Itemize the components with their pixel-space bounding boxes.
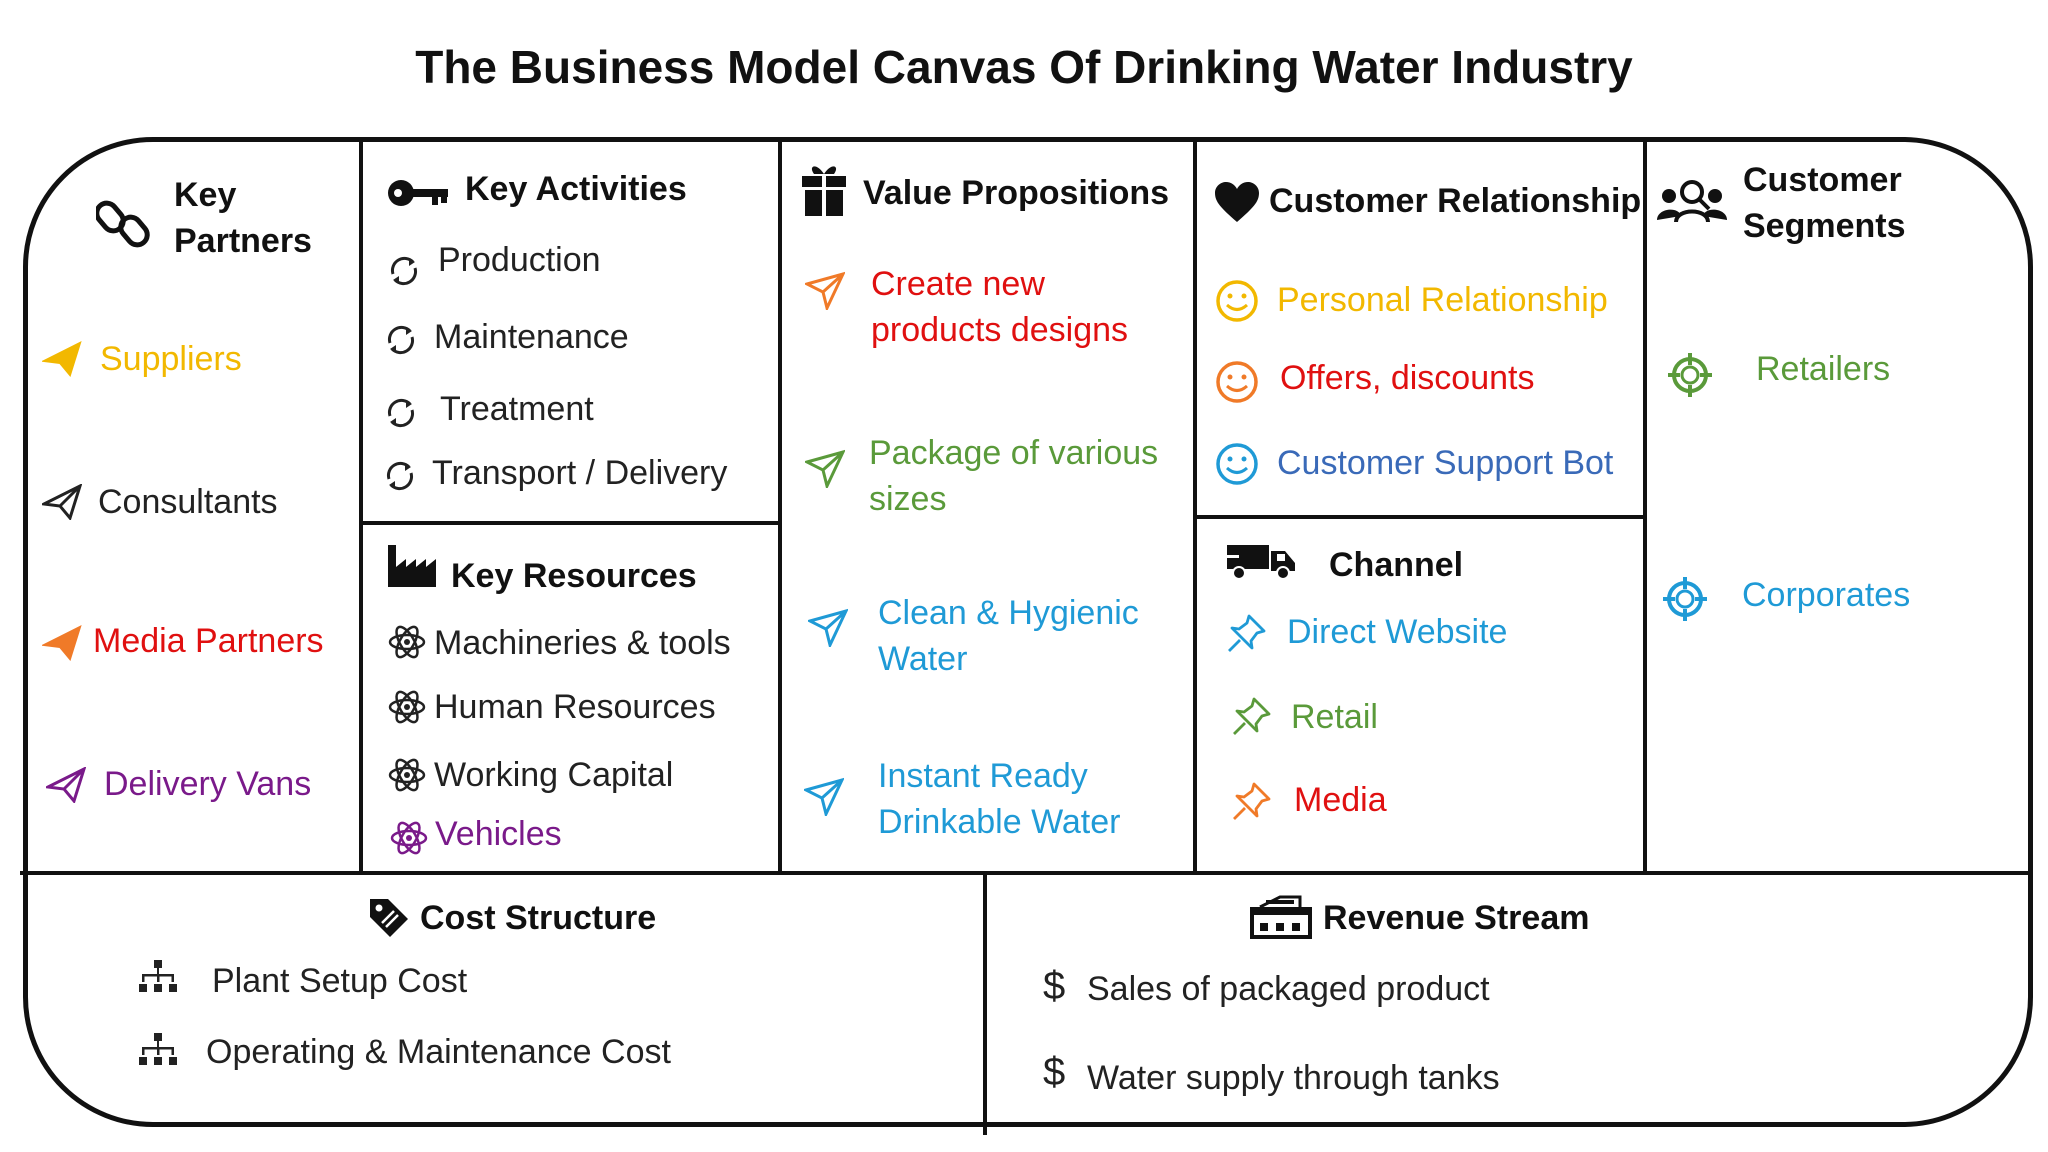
target-icon [1666, 351, 1714, 399]
channel-label: Direct Website [1287, 613, 1508, 651]
key-partners-heading-line2: Partners [174, 222, 312, 260]
key-activities-heading: Key Activities [465, 170, 687, 208]
revenue-label: Sales of packaged product [1087, 970, 1490, 1008]
key-partner-label: Media Partners [93, 622, 324, 660]
cost-structure-heading: Cost Structure [420, 899, 657, 937]
channel-label: Media [1294, 781, 1387, 819]
value-line2: Water [878, 640, 968, 678]
divider-activities-value [778, 140, 782, 875]
atom-icon [388, 623, 426, 661]
truck-icon [1225, 541, 1297, 581]
paper-plane-icon [42, 341, 82, 377]
hierarchy-icon [138, 958, 178, 994]
relationship-label: Offers, discounts [1280, 359, 1535, 397]
paper-plane-icon [42, 484, 82, 520]
relationship-label: Customer Support Bot [1277, 444, 1614, 482]
value-line2: Drinkable Water [878, 803, 1121, 841]
value-line2: sizes [869, 480, 947, 518]
factory-icon [386, 543, 438, 587]
resource-label: Machineries & tools [434, 624, 731, 662]
customer-relationship-heading: Customer Relationship [1269, 182, 1642, 220]
customer-segments-heading-line2: Segments [1743, 207, 1906, 245]
customer-segments-heading-line1: Customer [1743, 161, 1902, 199]
segment-label: Retailers [1756, 350, 1891, 388]
smiley-icon [1215, 279, 1259, 323]
refresh-icon [387, 254, 421, 288]
atom-icon [388, 688, 426, 726]
key-partner-label: Suppliers [100, 340, 242, 378]
value-propositions-heading: Value Propositions [863, 174, 1170, 212]
divider-relationship-segments [1643, 140, 1647, 872]
divider-relationship-channel [1195, 515, 1645, 519]
canvas-border [23, 137, 2033, 1127]
customer-group-icon [1657, 176, 1727, 228]
revenue-label: Water supply through tanks [1087, 1059, 1500, 1097]
paper-plane-icon [42, 625, 82, 661]
key-resources-heading: Key Resources [451, 557, 697, 595]
smiley-icon [1215, 360, 1259, 404]
divider-activities-resources [361, 521, 779, 525]
key-partners-heading-line1: Key [174, 176, 237, 214]
chain-link-icon [96, 196, 150, 250]
channel-label: Retail [1291, 698, 1378, 736]
channel-heading: Channel [1329, 546, 1464, 584]
activity-label: Maintenance [434, 318, 629, 356]
refresh-icon [384, 323, 418, 357]
gift-icon [800, 162, 848, 218]
paper-plane-icon [805, 448, 845, 488]
segment-label: Corporates [1742, 576, 1911, 614]
pushpin-icon [1230, 696, 1272, 738]
cost-label: Operating & Maintenance Cost [206, 1033, 671, 1071]
paper-plane-icon [804, 776, 844, 816]
price-tag-icon [366, 895, 410, 939]
divider-value-relationship [1193, 140, 1197, 872]
activity-label: Production [438, 241, 601, 279]
value-line1: Instant Ready [878, 757, 1088, 795]
divider-bottom-row [20, 871, 2030, 875]
resource-label: Human Resources [434, 688, 716, 726]
value-line1: Package of various [869, 434, 1159, 472]
value-line2: products designs [871, 311, 1129, 349]
refresh-icon [384, 396, 418, 430]
revenue-stream-heading: Revenue Stream [1323, 899, 1590, 937]
divider-cost-revenue [983, 873, 987, 1135]
value-line1: Create new [871, 265, 1045, 303]
cost-label: Plant Setup Cost [212, 962, 468, 1000]
dollar-icon: $ [1043, 1050, 1066, 1094]
refresh-icon [383, 459, 417, 493]
pushpin-icon [1230, 781, 1272, 823]
relationship-label: Personal Relationship [1277, 281, 1608, 319]
activity-label: Transport / Delivery [432, 454, 728, 492]
resource-label: Vehicles [435, 815, 562, 853]
target-icon [1661, 575, 1709, 623]
heart-icon [1213, 180, 1261, 224]
pushpin-icon [1225, 613, 1267, 655]
paper-plane-icon [808, 607, 848, 647]
key-partner-label: Delivery Vans [104, 765, 312, 803]
paper-plane-icon [46, 767, 86, 803]
page-title: The Business Model Canvas Of Drinking Wa… [415, 41, 1633, 93]
activity-label: Treatment [440, 390, 594, 428]
paper-plane-icon [805, 270, 845, 310]
value-line1: Clean & Hygienic [878, 594, 1139, 632]
atom-icon [388, 756, 426, 794]
key-icon [386, 176, 450, 210]
hierarchy-icon [138, 1031, 178, 1067]
resource-label: Working Capital [434, 756, 674, 794]
divider-partners-activities [359, 140, 363, 875]
atom-icon [390, 819, 428, 857]
cash-register-icon [1250, 893, 1312, 939]
key-partner-label: Consultants [98, 483, 278, 521]
smiley-icon [1215, 442, 1259, 486]
dollar-icon: $ [1043, 964, 1066, 1008]
